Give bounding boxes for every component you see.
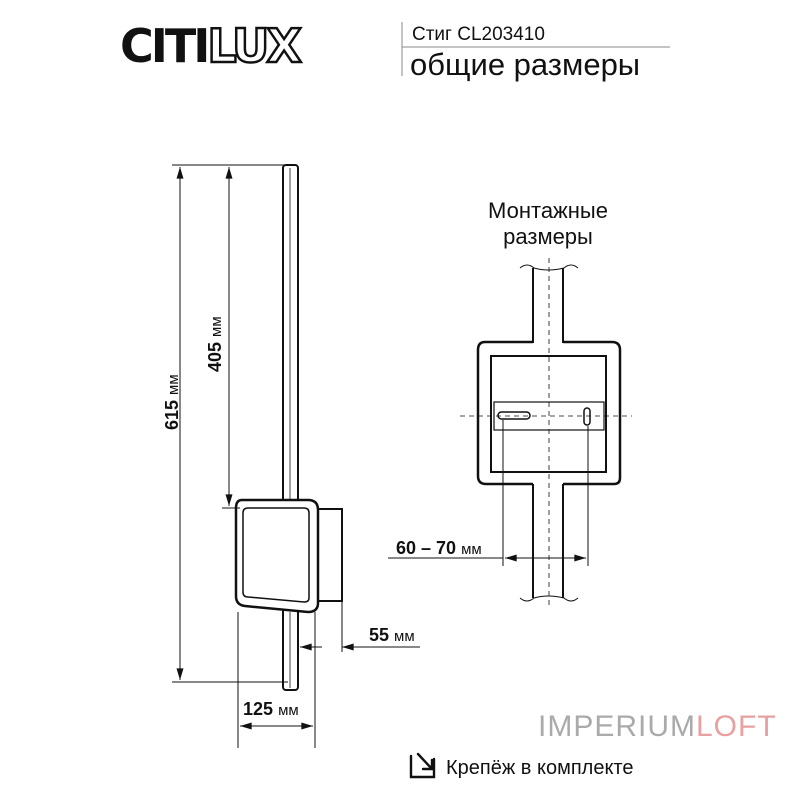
footer-note: Крепёж в комплекте xyxy=(446,757,634,779)
mounting-inner-plate xyxy=(490,355,607,473)
label-615: 615 мм xyxy=(162,374,182,430)
brand-logo: CITILUX xyxy=(120,19,303,74)
vertical-slot xyxy=(583,407,591,426)
lamp-body xyxy=(234,498,320,614)
label-405: 405 мм xyxy=(205,316,225,372)
page-title: общие размеры xyxy=(410,47,641,82)
header-dividers xyxy=(401,22,670,76)
watermark: IMPERIUMLOFT xyxy=(538,710,777,744)
model-name: Стиг CL203410 xyxy=(412,24,545,45)
lamp-side-view xyxy=(234,164,343,691)
horizontal-slot xyxy=(497,411,531,420)
arrow-down-right-box-icon xyxy=(409,752,436,779)
watermark-part2: LOFT xyxy=(696,710,777,743)
label-60-70: 60 – 70 мм xyxy=(396,538,482,558)
lamp-backplate xyxy=(317,508,343,602)
mounting-detail xyxy=(388,258,632,605)
dimension-lines xyxy=(172,164,420,748)
label-125: 125 мм xyxy=(243,699,299,719)
mounting-title-line1: Монтажные xyxy=(488,198,608,223)
label-55: 55 мм xyxy=(369,625,415,645)
dimension-labels: 615 мм 405 мм 55 мм 125 мм 60 – 70 мм Мо… xyxy=(162,198,608,719)
logo-part-lux: LUX xyxy=(206,19,303,74)
watermark-part1: IMPERIUM xyxy=(538,710,696,743)
mounting-outer-frame xyxy=(476,340,622,486)
lamp-rod-top xyxy=(282,164,299,511)
mounting-title-line2: размеры xyxy=(503,224,593,249)
logo-part-citi: CITI xyxy=(120,19,210,73)
lamp-rod-bottom xyxy=(282,607,299,691)
